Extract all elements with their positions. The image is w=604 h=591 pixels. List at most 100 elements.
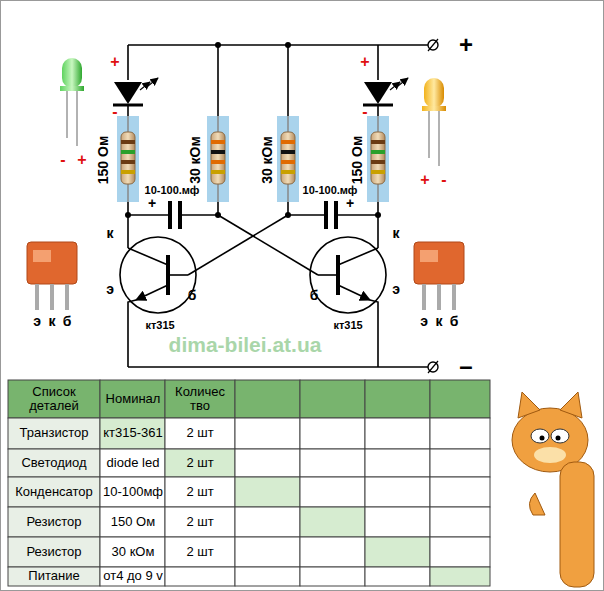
table-cell: Резистор bbox=[9, 515, 99, 529]
table-cell bbox=[8, 418, 100, 449]
resistor-band bbox=[281, 150, 295, 154]
table-cell bbox=[235, 380, 300, 418]
table-cell bbox=[430, 477, 490, 507]
transistor-base bbox=[336, 255, 340, 295]
cat-ears bbox=[518, 392, 582, 418]
resistor-symbol bbox=[371, 132, 385, 184]
resistor-value: 150 Ом bbox=[350, 136, 365, 185]
capacitor-symbol bbox=[324, 201, 328, 229]
resistor-value: 150 Ом bbox=[96, 136, 111, 185]
pin-polarity: - bbox=[441, 171, 446, 189]
table-cell bbox=[235, 418, 300, 449]
terminal bbox=[428, 40, 438, 50]
table-cell bbox=[300, 380, 365, 418]
table-cell: 2 шт bbox=[167, 485, 233, 499]
pin-name: э bbox=[33, 314, 41, 329]
resistor-highlight bbox=[367, 116, 389, 202]
table-cell: кт315-361 bbox=[100, 426, 166, 440]
table-cell bbox=[365, 380, 430, 418]
led-photo bbox=[62, 58, 82, 88]
junction-dot bbox=[215, 212, 221, 218]
table-header: Список деталей bbox=[11, 385, 97, 414]
table-cell bbox=[165, 477, 235, 507]
table-cell: Конденсатор bbox=[9, 485, 99, 499]
table-cell bbox=[8, 567, 100, 586]
pin-polarity: + bbox=[420, 171, 429, 189]
table-cell: 150 Ом bbox=[100, 515, 166, 529]
wire bbox=[128, 300, 136, 367]
pin-name: э bbox=[420, 314, 428, 329]
resistor-band bbox=[371, 140, 385, 144]
junction-dot bbox=[375, 212, 381, 218]
wire bbox=[218, 215, 318, 275]
led-symbol bbox=[114, 82, 142, 104]
pin-name: э bbox=[106, 282, 114, 297]
table-cell bbox=[100, 507, 165, 537]
resistor-band bbox=[121, 150, 135, 154]
wire bbox=[128, 366, 428, 368]
polarity-mark: + bbox=[346, 196, 354, 211]
table-cell bbox=[430, 449, 490, 477]
table-cell bbox=[100, 537, 165, 567]
table-cell bbox=[8, 380, 100, 418]
junction-dot bbox=[215, 42, 221, 48]
table-cell bbox=[100, 477, 165, 507]
resistor-symbol bbox=[211, 132, 225, 184]
table-cell bbox=[8, 449, 100, 477]
table-cell bbox=[365, 567, 430, 586]
table-cell bbox=[165, 449, 235, 477]
table-cell: 10-100мф bbox=[100, 485, 166, 499]
wire bbox=[127, 45, 129, 80]
wire bbox=[287, 45, 289, 118]
transistor-base bbox=[166, 255, 170, 295]
table-cell bbox=[300, 507, 365, 537]
terminal bbox=[428, 362, 438, 372]
resistor-symbol bbox=[281, 132, 295, 184]
polarity-mark: + bbox=[360, 53, 369, 71]
transistor-symbol bbox=[120, 237, 196, 313]
transistor-photo bbox=[27, 242, 77, 284]
resistor-band bbox=[211, 170, 225, 174]
table-cell: 30 кОм bbox=[100, 545, 166, 559]
led-symbol bbox=[364, 82, 392, 104]
resistor-band bbox=[211, 160, 225, 164]
table-cell: 2 шт bbox=[167, 426, 233, 440]
resistor-symbol bbox=[121, 132, 135, 184]
resistor-band bbox=[211, 140, 225, 144]
table-cell bbox=[235, 507, 300, 537]
table-cell bbox=[300, 418, 365, 449]
table-cell bbox=[100, 418, 165, 449]
table-cell bbox=[300, 567, 365, 586]
wire bbox=[338, 248, 378, 265]
wire bbox=[180, 214, 218, 216]
table-cell bbox=[165, 537, 235, 567]
resistor-highlight bbox=[277, 116, 299, 202]
polarity-mark: + bbox=[148, 196, 156, 211]
wire bbox=[336, 214, 378, 216]
capacitor-symbol bbox=[178, 201, 182, 229]
resistor-band bbox=[371, 150, 385, 154]
wire bbox=[128, 214, 170, 216]
pin-name: б bbox=[450, 314, 459, 329]
pin-name: э bbox=[392, 282, 400, 297]
capacitor-value: 10-100.мф bbox=[145, 184, 200, 196]
wire bbox=[318, 274, 338, 276]
supply-terminal: + bbox=[459, 32, 473, 58]
transistor-photo bbox=[420, 250, 438, 262]
table-cell bbox=[235, 477, 300, 507]
pin-name: б bbox=[188, 288, 197, 303]
table-cell: Питание bbox=[9, 569, 99, 583]
transistor-lead bbox=[35, 284, 39, 310]
table-cell bbox=[365, 507, 430, 537]
resistor-highlight bbox=[207, 116, 229, 202]
junction-dot bbox=[125, 212, 131, 218]
table-cell bbox=[430, 537, 490, 567]
resistor-band bbox=[121, 170, 135, 174]
table-cell bbox=[100, 380, 165, 418]
capacitor-symbol bbox=[168, 201, 172, 229]
pin-polarity: - bbox=[60, 151, 65, 169]
led-photo bbox=[60, 86, 84, 91]
capacitor-value: 10-100.мф bbox=[303, 184, 358, 196]
